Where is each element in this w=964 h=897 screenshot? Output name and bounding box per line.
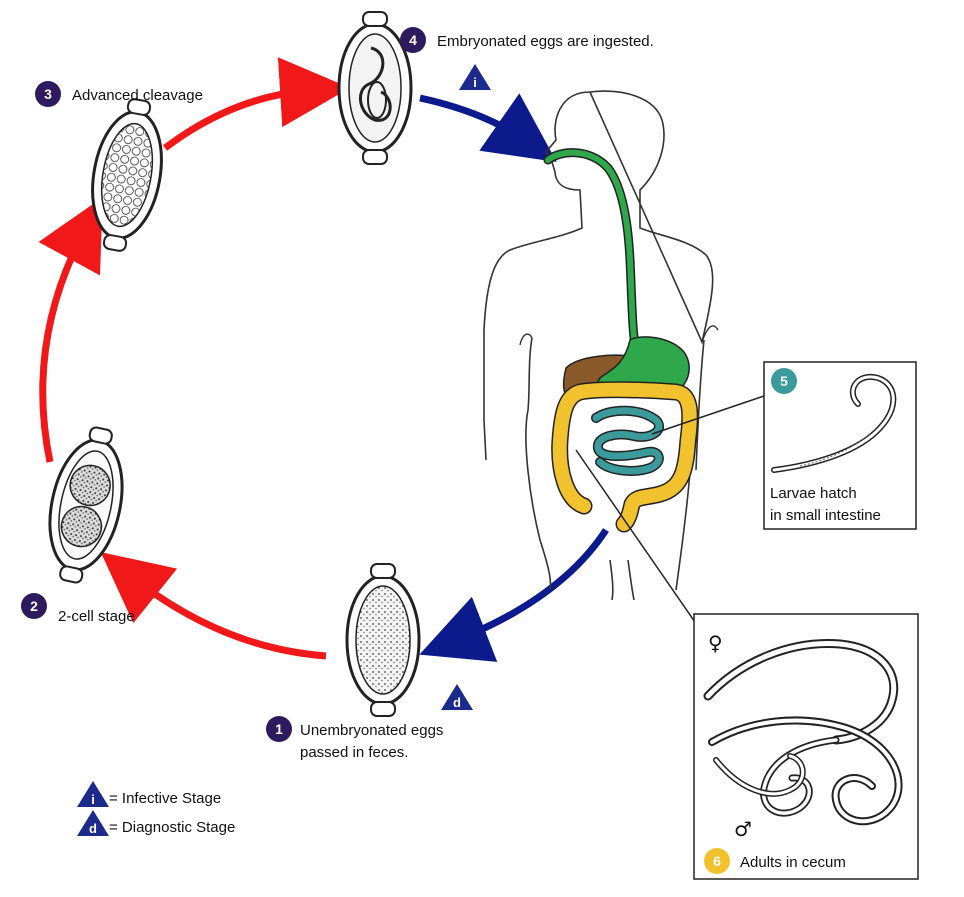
esophagus (543, 148, 641, 357)
adults-panel: ♀ ♂ (693, 613, 919, 880)
step-4-badge (400, 27, 426, 53)
arrow-host-to-1 (419, 528, 609, 662)
step-6: 6 Adults in cecum (704, 848, 846, 874)
human-figure (483, 90, 719, 601)
step-3-badge (35, 81, 61, 107)
step-6-number: 6 (713, 853, 721, 869)
pointer-line-larvae (651, 395, 765, 435)
step-2: 2 2-cell stage (21, 593, 135, 625)
digestive-tract (543, 148, 699, 533)
legend-infective-symbol: i (91, 792, 95, 807)
male-symbol: ♂ (734, 817, 752, 841)
arrow-1-to-2 (100, 552, 327, 660)
legend-diagnostic: d = Diagnostic Stage (77, 810, 235, 836)
step-2-label: 2-cell stage (58, 608, 135, 625)
legend-infective-text: = Infective Stage (109, 790, 221, 807)
step-5-label-line2: in small intestine (770, 507, 881, 524)
step-1-number: 1 (275, 721, 283, 737)
step-4-number: 4 (409, 32, 417, 48)
step-5-number: 5 (780, 373, 788, 389)
step-2-badge (21, 593, 47, 619)
step-2-number: 2 (30, 598, 38, 614)
egg-unembryonated (345, 563, 421, 717)
step-5-badge (771, 368, 797, 394)
step-4-label: Embryonated eggs are ingested. (437, 33, 654, 50)
legend-infective: i = Infective Stage (77, 781, 221, 807)
infective-stage-letter: i (473, 75, 477, 90)
step-6-badge (704, 848, 730, 874)
step-3-label: Advanced cleavage (72, 87, 203, 104)
legend-diagnostic-text: = Diagnostic Stage (109, 819, 235, 836)
step-1: 1 Unembryonated eggs passed in feces. (266, 716, 443, 761)
arrow-2-to-3 (38, 197, 103, 463)
egg-advanced-cleavage (91, 98, 163, 252)
body-outline (483, 90, 714, 420)
female-symbol: ♀ (708, 631, 723, 655)
step-1-label-line1: Unembryonated eggs (300, 722, 443, 739)
step-3: 3 Advanced cleavage (35, 81, 203, 107)
infective-stage-marker: i (459, 64, 491, 90)
diagnostic-stage-marker: d (441, 684, 473, 710)
step-1-label-line2: passed in feces. (300, 744, 408, 761)
egg-embryonated (337, 11, 413, 165)
step-3-number: 3 (44, 86, 52, 102)
step-4: 4 Embryonated eggs are ingested. (400, 27, 654, 53)
legend: i = Infective Stage d = Diagnostic Stage (77, 781, 235, 836)
pointer-line-adults (575, 449, 707, 639)
diagnostic-stage-letter: d (453, 695, 461, 710)
egg-2-cell (48, 426, 124, 584)
step-1-badge (266, 716, 292, 742)
step-5-label-line1: Larvae hatch (770, 485, 857, 502)
arrow-3-to-4 (162, 57, 350, 151)
step-5: 5 Larvae hatch in small intestine (770, 368, 881, 524)
cycle-arrows (38, 57, 609, 662)
legend-diagnostic-symbol: d (89, 821, 97, 836)
arrow-4-to-host (419, 93, 557, 163)
step-6-label: Adults in cecum (740, 854, 846, 871)
